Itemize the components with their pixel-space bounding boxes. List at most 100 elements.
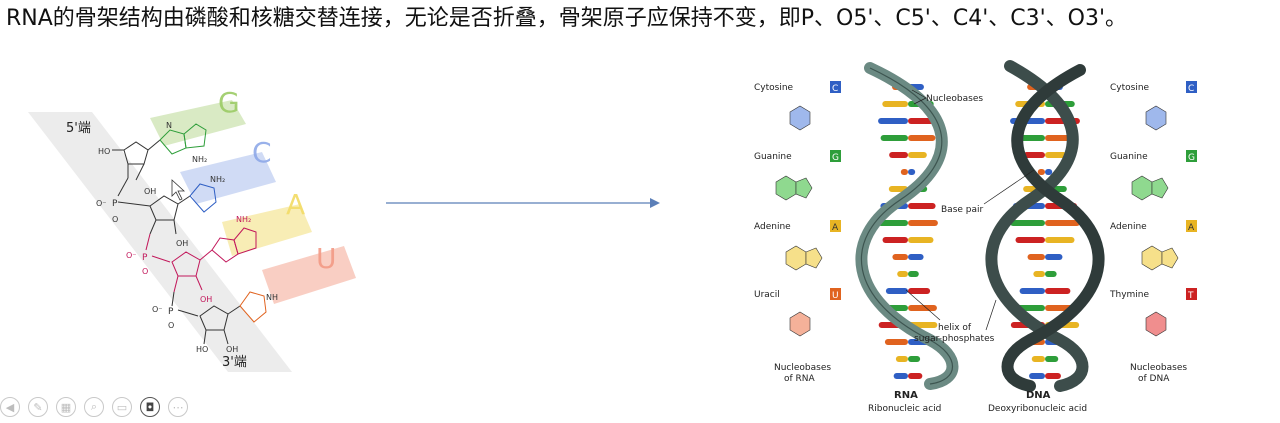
slide-heading: RNA的骨架结构由磷酸和核糖交替连接，无论是否折叠，骨架原子应保持不变，即P、O… xyxy=(6,6,1128,31)
rna-rung-16-a xyxy=(895,356,908,362)
dna-rung-5-a xyxy=(1037,169,1045,175)
dna-rung-10-a xyxy=(1027,254,1045,260)
svg-text:A: A xyxy=(832,223,839,233)
svg-text:U: U xyxy=(832,291,839,301)
rna-rung-5-b xyxy=(908,169,916,175)
dna-base-column: Cytosine C Guanine G Adenine A Thymine T… xyxy=(1109,81,1197,384)
svg-text:HO: HO xyxy=(196,345,208,354)
slides-icon[interactable]: ▦ xyxy=(56,397,76,417)
mouse-cursor xyxy=(171,179,186,201)
svg-text:P: P xyxy=(168,307,174,317)
rna-rung-2-a xyxy=(878,118,908,124)
rna-rung-10-b xyxy=(908,254,924,260)
svg-text:P: P xyxy=(112,199,118,209)
svg-text:HO: HO xyxy=(98,147,110,156)
zoom-icon[interactable]: ⌕ xyxy=(84,397,104,417)
dna-rung-17-b xyxy=(1045,373,1061,379)
letter-c: C xyxy=(252,136,272,169)
svg-text:NH₂: NH₂ xyxy=(236,215,251,224)
dna-rung-16-b xyxy=(1045,356,1059,362)
rna-title: RNA xyxy=(894,390,918,401)
dna-rung-16-a xyxy=(1031,356,1045,362)
rna-base-column: Cytosine C Guanine G Adenine A Uracil U … xyxy=(754,81,841,384)
nucleotide-c xyxy=(149,183,217,235)
svg-text:C: C xyxy=(832,84,838,94)
svg-text:Guanine: Guanine xyxy=(754,152,792,162)
backbone-band xyxy=(28,112,292,372)
dna-rung-10-b xyxy=(1045,254,1063,260)
rna-rung-7-b xyxy=(908,203,936,209)
rna-rung-8-b xyxy=(908,220,938,226)
slideshow-toolbar: ◀ ✎ ▦ ⌕ ▭ ◘ ⋯ xyxy=(0,394,188,420)
screen-icon[interactable]: ▭ xyxy=(112,397,132,417)
rna-rung-9-b xyxy=(908,237,934,243)
svg-text:Adenine: Adenine xyxy=(754,222,791,232)
svg-text:O⁻: O⁻ xyxy=(152,305,163,314)
rna-rung-5-a xyxy=(900,169,908,175)
rna-rung-16-b xyxy=(908,356,921,362)
pen-icon[interactable]: ✎ xyxy=(28,397,48,417)
band-g xyxy=(150,100,246,146)
svg-text:Cytosine: Cytosine xyxy=(754,83,794,93)
rna-rung-11-a xyxy=(897,271,908,277)
transition-arrow xyxy=(386,198,660,208)
rna-subtitle: Ribonucleic acid xyxy=(868,404,941,414)
dna-title: DNA xyxy=(1026,390,1051,401)
band-c xyxy=(180,152,276,204)
dna-rung-5-b xyxy=(1045,169,1053,175)
label-3-end: 3'端 xyxy=(222,355,247,370)
svg-text:OH: OH xyxy=(144,187,156,196)
svg-text:OH: OH xyxy=(176,239,188,248)
rna-rung-9-a xyxy=(882,237,908,243)
letter-a: A xyxy=(286,188,305,221)
label-5-end: 5'端 xyxy=(66,121,91,136)
dna-rung-8-b xyxy=(1045,220,1080,226)
svg-text:OH: OH xyxy=(226,345,238,354)
nucleotide-a xyxy=(171,227,257,293)
dna-subtitle: Deoxyribonucleic acid xyxy=(988,404,1087,414)
svg-text:O: O xyxy=(168,321,174,330)
svg-text:G: G xyxy=(1188,153,1195,163)
svg-text:Guanine: Guanine xyxy=(1110,152,1148,162)
rna-rung-8-a xyxy=(878,220,908,226)
more-icon[interactable]: ⋯ xyxy=(168,397,188,417)
dna-rung-4-a xyxy=(1023,152,1045,158)
svg-text:O: O xyxy=(142,267,148,276)
camera-icon[interactable]: ◘ xyxy=(140,397,160,417)
letter-u: U xyxy=(316,242,337,275)
rna-rungs xyxy=(878,84,938,379)
rna-rung-15-a xyxy=(884,339,908,345)
band-u xyxy=(262,246,356,304)
letter-g: G xyxy=(218,86,240,119)
svg-text:Nucleobases: Nucleobases xyxy=(774,363,831,373)
rna-rung-10-a xyxy=(892,254,908,260)
callout-helix-1: helix of xyxy=(938,323,972,333)
rna-dna-comparison-figure: Cytosine C Guanine G Adenine A Uracil U … xyxy=(754,60,1197,414)
rna-rung-4-b xyxy=(908,152,927,158)
callout-nucleobases: Nucleobases xyxy=(926,94,983,104)
rna-rung-12-a xyxy=(885,288,908,294)
svg-text:of DNA: of DNA xyxy=(1138,374,1170,384)
svg-text:N: N xyxy=(166,121,172,130)
svg-text:Adenine: Adenine xyxy=(1110,222,1147,232)
svg-text:of RNA: of RNA xyxy=(784,374,816,384)
callout-helix-2: sugar-phosphates xyxy=(914,334,995,344)
dna-rung-12-b xyxy=(1045,288,1071,294)
svg-text:Thymine: Thymine xyxy=(1109,290,1149,300)
svg-text:A: A xyxy=(1188,223,1195,233)
callout-base-pair: Base pair xyxy=(941,205,984,215)
prev-icon[interactable]: ◀ xyxy=(0,397,20,417)
svg-text:Cytosine: Cytosine xyxy=(1110,83,1150,93)
dna-rung-11-b xyxy=(1045,271,1057,277)
rna-rung-13-b xyxy=(908,305,937,311)
dna-rung-12-a xyxy=(1019,288,1045,294)
dna-rung-17-a xyxy=(1029,373,1045,379)
dna-rung-4-b xyxy=(1045,152,1067,158)
rna-strand-edge xyxy=(861,67,954,385)
nucleotide-g xyxy=(112,123,207,181)
rna-rung-3-b xyxy=(908,135,936,141)
svg-text:NH: NH xyxy=(266,293,278,302)
nucleotide-u xyxy=(199,291,267,345)
dna-rung-9-a xyxy=(1015,237,1045,243)
